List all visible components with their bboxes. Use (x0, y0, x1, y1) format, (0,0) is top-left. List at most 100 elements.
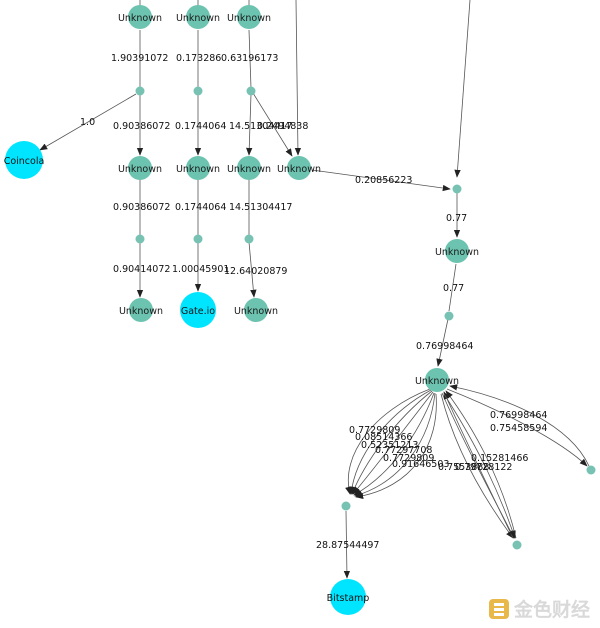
graph-node[interactable]: Unknown (435, 239, 479, 263)
edge-label: 0.20856223 (355, 175, 412, 186)
watermark-text: 金色财经 (513, 599, 590, 621)
graph-node[interactable]: Unknown (227, 156, 271, 180)
edge-label: 1.00045901 (172, 264, 229, 275)
graph-node-small[interactable] (193, 86, 203, 96)
edge (448, 263, 457, 312)
exchange-node-gate-io[interactable]: Gate.io (180, 292, 216, 328)
exchange-node-bitstamp[interactable]: Bitstamp (327, 579, 370, 615)
edge (449, 384, 590, 467)
graph-node-small[interactable] (444, 311, 454, 321)
edge-label: 1.0 (80, 117, 95, 128)
edge-label: 0.173286 (176, 53, 221, 64)
graph-node-small[interactable] (246, 86, 256, 96)
edge (246, 93, 253, 156)
graph-node-small[interactable] (193, 234, 203, 244)
node-label: Unknown (227, 164, 271, 175)
graph-node-small[interactable] (135, 234, 145, 244)
edge (445, 390, 517, 539)
edge-label: 0.08514366 (355, 432, 412, 443)
graph-node[interactable]: Unknown (176, 5, 220, 29)
graph-node[interactable]: Unknown (277, 156, 321, 180)
graph-node-small[interactable] (135, 86, 145, 96)
edge-label: 0.15281466 (471, 453, 528, 464)
graph-node[interactable]: Unknown (415, 368, 459, 392)
node-label: Unknown (118, 164, 162, 175)
edge (348, 389, 432, 495)
graph-node-small[interactable] (512, 540, 522, 550)
node-label: Unknown (415, 376, 459, 387)
edges (39, 0, 590, 579)
graph-node[interactable]: Unknown (227, 5, 271, 29)
node-label: Unknown (277, 164, 321, 175)
edge (454, 0, 471, 178)
edge-label: 0.77 (443, 283, 464, 294)
node-label: Unknown (234, 306, 278, 317)
edge (248, 29, 252, 89)
graph-node[interactable]: Unknown (118, 5, 162, 29)
edge (355, 393, 437, 500)
edge-label: 0.2494838 (257, 121, 308, 132)
edge (443, 393, 516, 539)
graph-node[interactable]: Unknown (119, 298, 163, 322)
edge (311, 169, 451, 192)
edge-label: 0.7729809 (383, 453, 434, 464)
edge (446, 388, 588, 467)
graph-node[interactable]: Unknown (118, 156, 162, 180)
edge (440, 393, 514, 539)
edge-label: 14.51304417 (229, 202, 292, 213)
graph-node[interactable]: Unknown (176, 156, 220, 180)
node-label: Unknown (118, 13, 162, 24)
edge (352, 391, 434, 495)
graph-node[interactable]: Unknown (234, 298, 278, 322)
edge (441, 392, 515, 539)
edge (351, 390, 433, 495)
edge (294, 0, 302, 156)
exchange-node-coincola[interactable]: Coincola (4, 141, 45, 179)
watermark: 金色财经 (488, 595, 590, 622)
edge-label: 0.79728122 (455, 462, 512, 473)
graph-node-small[interactable] (586, 465, 596, 475)
graph-node-small[interactable] (244, 234, 254, 244)
graph-node-small[interactable] (341, 501, 351, 511)
edge (343, 510, 351, 579)
edge-label: 0.7553888 (438, 462, 489, 473)
node-label: Unknown (119, 306, 163, 317)
edge (353, 392, 435, 496)
edge-labels: 1.90391072 0.173286 0.63196173 1.0 0.903… (80, 53, 547, 551)
edge-label: 12.64020879 (224, 266, 287, 277)
graph-node-small[interactable] (452, 184, 462, 194)
edge-label: 0.52351213 (361, 440, 418, 451)
node-label: Unknown (176, 164, 220, 175)
node-label: Bitstamp (327, 593, 370, 604)
edge-label: 0.1744064 (175, 202, 226, 213)
nodes: Unknown Unknown Unknown Coincola Unknown… (4, 5, 596, 615)
node-label: Gate.io (181, 306, 215, 317)
node-label: Unknown (435, 247, 479, 258)
edge-label: 0.90414072 (113, 264, 170, 275)
edge-label: 0.77297708 (375, 445, 432, 456)
logo-icon (488, 598, 509, 619)
edge (354, 392, 436, 498)
edge-label: 14.51304417 (229, 121, 292, 132)
edge-label: 28.87544497 (316, 540, 379, 551)
edge-label: 0.90386072 (113, 202, 170, 213)
edge (252, 92, 293, 157)
edge (443, 391, 514, 539)
edge-label: 1.90391072 (111, 53, 168, 64)
node-label: Unknown (176, 13, 220, 24)
edge-label: 0.7729809 (349, 425, 400, 436)
edge-label: 0.77 (446, 213, 467, 224)
edge-label: 0.63196173 (221, 53, 278, 64)
edge-label: 0.1744064 (175, 121, 226, 132)
edge-label: 0.91646503 (392, 459, 449, 470)
edge-label: 0.90386072 (113, 121, 170, 132)
edge (248, 241, 257, 298)
edge (345, 388, 431, 495)
edge (436, 318, 449, 367)
edge (39, 93, 137, 151)
edge-label: 0.75458594 (490, 423, 547, 434)
edge-label: 0.76998464 (416, 341, 473, 352)
node-label: Coincola (4, 156, 45, 167)
edge-label: 0.76998464 (490, 410, 547, 421)
